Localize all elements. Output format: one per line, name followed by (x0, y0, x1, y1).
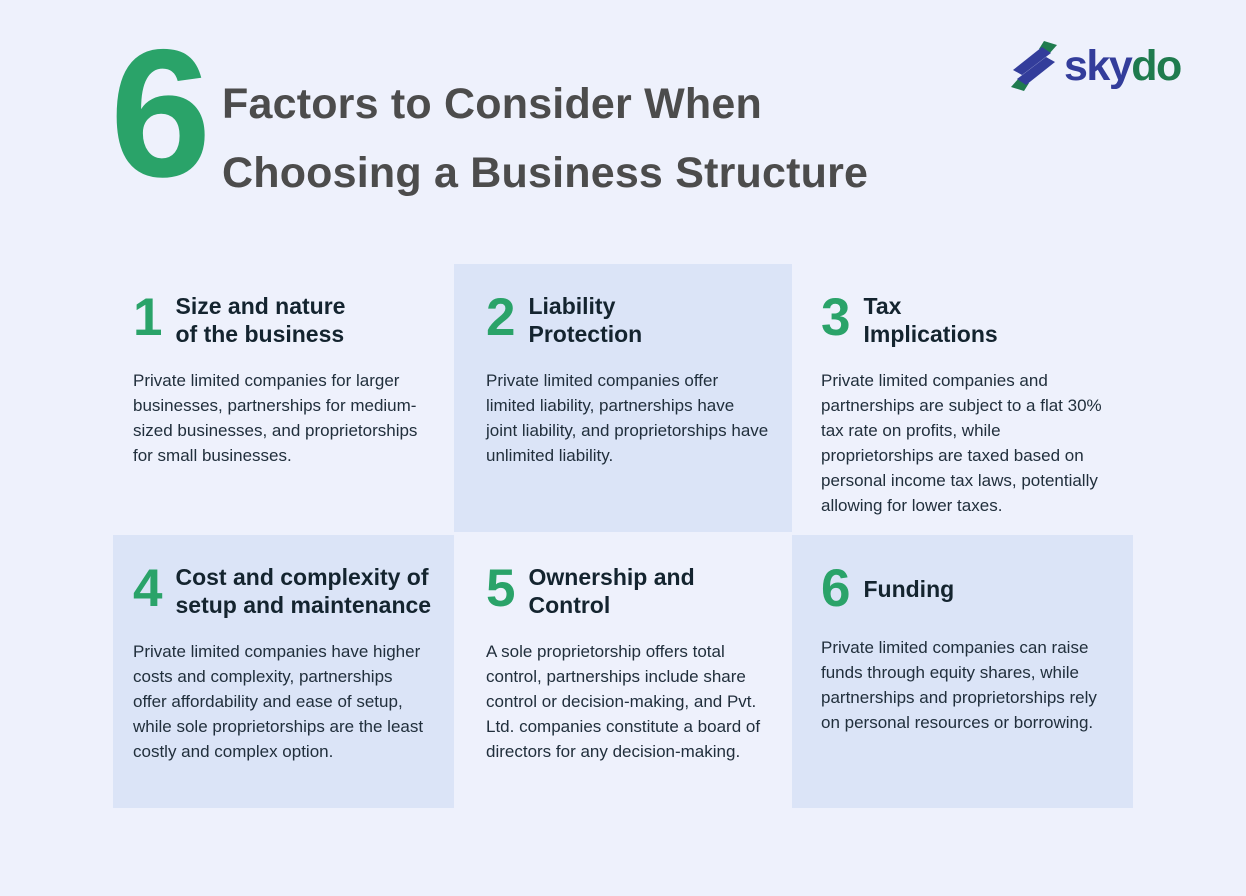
factor-number: 6 (821, 559, 851, 618)
logo-text-sky: sky (1064, 41, 1133, 90)
factor-heading: Cost and complexity of setup and mainten… (175, 562, 431, 619)
factor-heading-line1: Cost and complexity of (175, 564, 429, 590)
factor-card-6: 6 Funding Private limited companies can … (792, 535, 1133, 808)
factor-heading: Funding (863, 574, 954, 603)
factor-heading: Ownership and Control (528, 562, 694, 619)
skydo-logo-icon (1008, 40, 1060, 92)
factor-body: Private limited companies for larger bus… (133, 371, 418, 465)
factor-number: 3 (821, 288, 851, 347)
factor-heading-line1: Tax (863, 293, 902, 319)
factor-grid: 1 Size and nature of the business Privat… (113, 264, 1133, 808)
factor-number: 4 (133, 559, 163, 618)
factor-body: Private limited companies have higher co… (133, 642, 424, 761)
skydo-logo-wordmark: skydo (1064, 41, 1182, 90)
factor-card-5: 5 Ownership and Control A sole proprieto… (454, 535, 792, 808)
factor-heading-line1: Ownership and (528, 564, 695, 590)
big-count-number: 6 (110, 11, 212, 215)
factor-heading-line2: Control (528, 592, 611, 618)
factor-heading-line2: Protection (528, 321, 643, 347)
factor-body: Private limited companies can raise fund… (821, 638, 1097, 732)
factor-card-head: 2 Liability Protection (486, 291, 770, 348)
page-title-line1: Factors to Consider When (222, 80, 762, 128)
page-title: Factors to Consider When Choosing a Busi… (222, 70, 868, 208)
page-title-line2: Choosing a Business Structure (222, 149, 869, 197)
logo-text-do: do (1131, 41, 1182, 90)
factor-card-head: 4 Cost and complexity of setup and maint… (133, 562, 432, 619)
factor-number: 5 (486, 559, 516, 618)
factor-heading: Liability Protection (528, 291, 642, 348)
factor-heading-line1: Liability (528, 293, 616, 319)
factor-card-head: 1 Size and nature of the business (133, 291, 432, 348)
factor-card-3: 3 Tax Implications Private limited compa… (792, 264, 1133, 532)
factor-heading-line2: of the business (175, 321, 345, 347)
factor-heading-line1: Size and nature (175, 293, 346, 319)
skydo-logo: skydo (1008, 40, 1182, 92)
factor-card-4: 4 Cost and complexity of setup and maint… (113, 535, 454, 808)
factor-card-2: 2 Liability Protection Private limited c… (454, 264, 792, 532)
factor-body: A sole proprietorship offers total contr… (486, 642, 761, 761)
factor-card-head: 6 Funding (821, 562, 1111, 615)
factor-heading-line2: Implications (863, 321, 998, 347)
factor-number: 2 (486, 288, 516, 347)
factor-card-1: 1 Size and nature of the business Privat… (113, 264, 454, 532)
factor-heading: Tax Implications (863, 291, 997, 348)
factor-number: 1 (133, 288, 163, 347)
factor-heading-line2: setup and maintenance (175, 592, 432, 618)
factor-body: Private limited companies offer limited … (486, 371, 769, 465)
factor-card-head: 3 Tax Implications (821, 291, 1111, 348)
factor-heading-line1: Funding (863, 576, 955, 602)
factor-heading: Size and nature of the business (175, 291, 345, 348)
factor-card-head: 5 Ownership and Control (486, 562, 770, 619)
factor-body: Private limited companies and partnershi… (821, 371, 1102, 515)
